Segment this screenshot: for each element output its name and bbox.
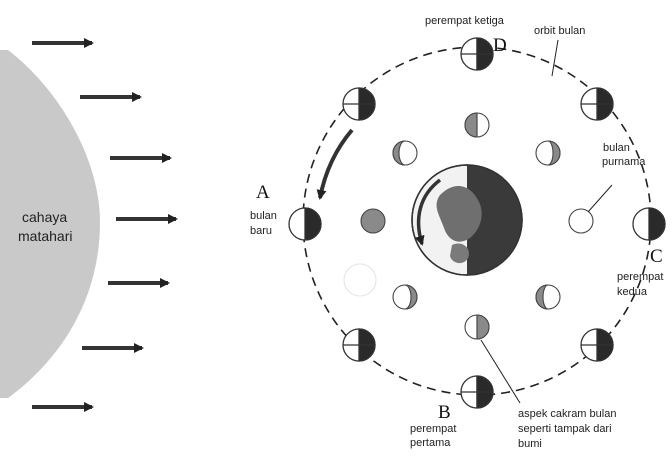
- sun-label-line2: matahari: [18, 228, 72, 244]
- full-moon-label-line2: purnama: [602, 156, 646, 168]
- moon-full: [632, 207, 666, 241]
- letter-c: C: [650, 246, 663, 267]
- sun-shape: [0, 50, 100, 398]
- moon-first-quarter: [460, 375, 494, 409]
- aspect-moons: [360, 112, 594, 340]
- aspect-first-quarter: [464, 314, 490, 340]
- moon-waxing-gibbous: [580, 328, 614, 362]
- first-quarter-label-line1: perempat: [410, 423, 456, 435]
- aspect-label-line2: seperti tampak dari: [518, 423, 612, 435]
- full-moon-leader-line: [587, 184, 613, 213]
- faint-moon-ghost: [343, 263, 377, 297]
- full-moon-label-line1: bulan: [603, 142, 630, 154]
- letter-a: A: [256, 182, 270, 203]
- moon-waning-gibbous: [580, 87, 614, 121]
- second-quarter-label-line2: kedua: [617, 286, 648, 298]
- third-quarter-label: perempat ketiga: [425, 15, 505, 27]
- new-moon-label-line2: baru: [250, 225, 272, 237]
- aspect-waning-crescent: [392, 140, 418, 166]
- orbit-label: orbit bulan: [534, 25, 585, 37]
- moon-new: [288, 207, 322, 241]
- aspect-label-line1: aspek cakram bulan: [518, 408, 616, 420]
- aspect-new-moon: [360, 208, 386, 234]
- second-quarter-label-line1: perempat: [617, 271, 663, 283]
- aspect-third-quarter: [464, 112, 490, 138]
- sunlight-arrows: [32, 38, 178, 412]
- sun-label-line1: cahaya: [22, 209, 67, 225]
- orbit-moons: [288, 37, 666, 409]
- aspect-waxing-crescent: [392, 284, 418, 310]
- first-quarter-label-line2: pertama: [410, 437, 451, 449]
- earth: [411, 164, 523, 276]
- letter-d: D: [493, 35, 507, 56]
- letter-b: B: [438, 402, 451, 423]
- aspect-full-moon: [568, 208, 594, 234]
- orbit-leader-line: [551, 39, 559, 77]
- aspect-leader-line: [480, 339, 521, 404]
- earth-rotation-arrow: [414, 178, 442, 246]
- new-moon-label-line1: bulan: [250, 210, 277, 222]
- moon-waxing-crescent: [342, 328, 376, 362]
- moon-third-quarter: [460, 37, 494, 71]
- moon-waning-crescent: [342, 87, 376, 121]
- orbit-direction-arrow: [316, 128, 354, 200]
- aspect-waxing-gibbous: [535, 284, 561, 310]
- aspect-waning-gibbous: [535, 140, 561, 166]
- aspect-label-line3: bumi: [518, 438, 542, 450]
